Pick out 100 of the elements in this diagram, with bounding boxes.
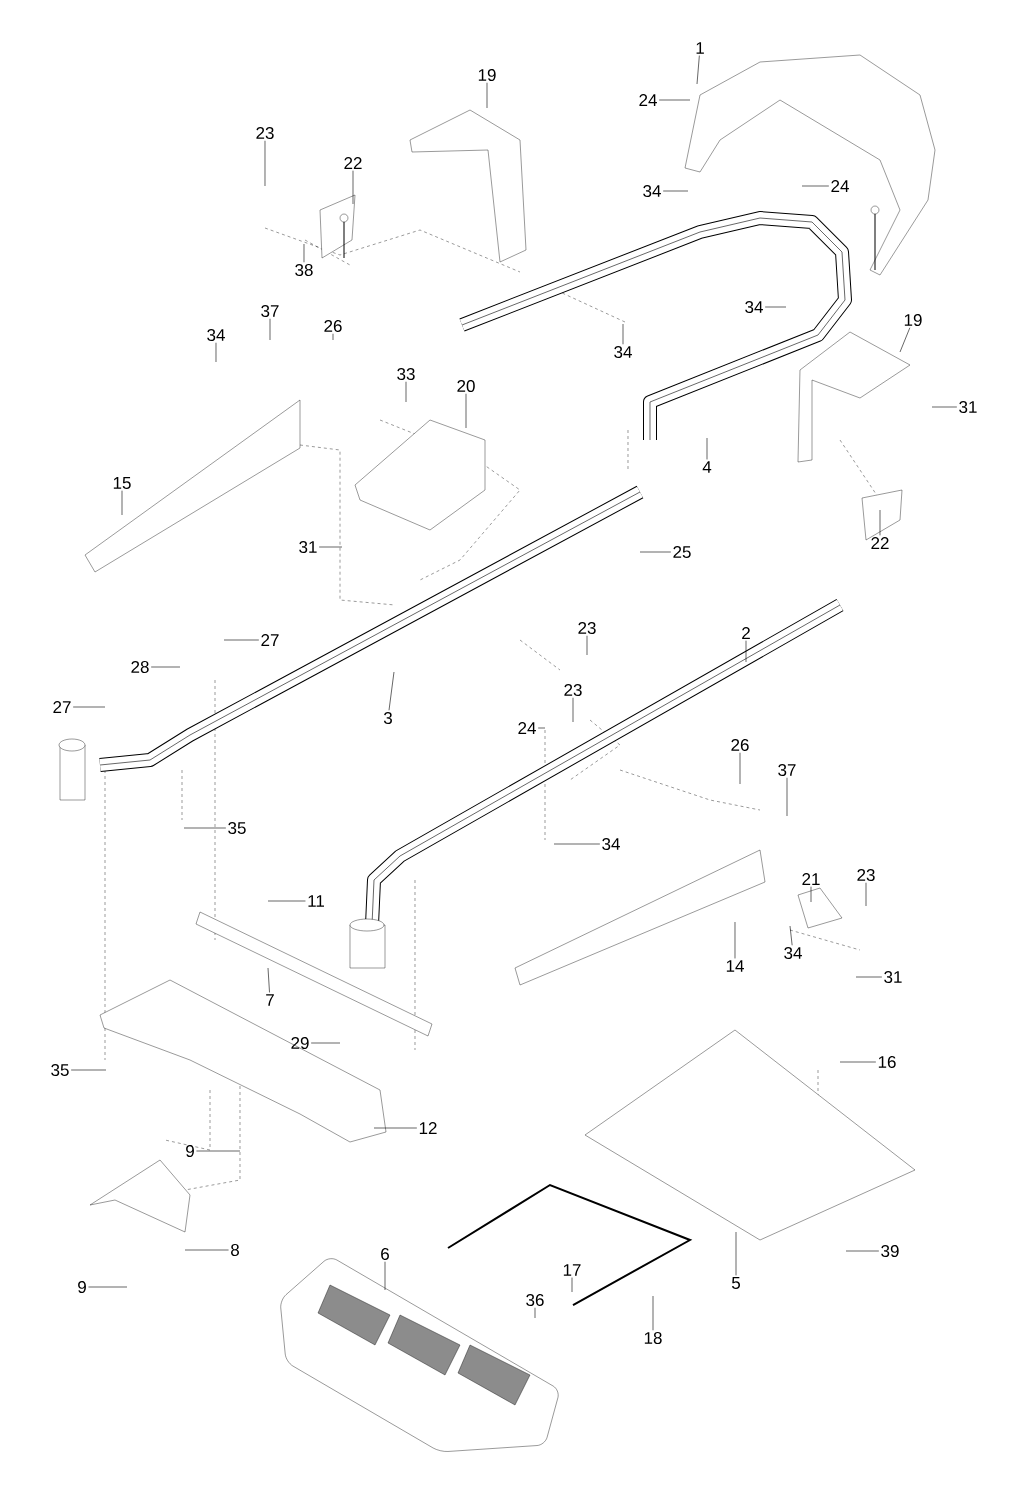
callout-number: 27 [53,701,71,713]
leader-line [789,925,793,946]
leader-line [537,727,546,729]
leader-line [196,1150,241,1152]
leader-line [879,509,881,536]
callout-number: 35 [228,822,246,835]
leader-line [352,170,354,205]
leader-line [553,843,601,845]
leader-line [652,1295,654,1331]
callout-number: 26 [324,320,342,333]
callout-number: 33 [397,368,415,381]
leader-line [388,671,395,711]
leader-line [121,490,123,516]
leader-line [734,921,736,959]
leader-line [706,437,708,460]
callout-number: 20 [457,380,475,393]
leader-line [572,697,574,723]
callout-number: 12 [419,1122,437,1134]
callout-number: 34 [207,329,225,342]
leader-line [839,1061,877,1063]
leader-line [899,327,911,353]
leader-line [696,55,700,85]
leader-line [622,323,624,345]
callout-number: 5 [731,1277,740,1289]
callout-number: 7 [266,994,274,1006]
callout-number: 38 [295,264,313,277]
leader-line [658,99,691,101]
callout-number: 34 [643,185,661,198]
callout-number: 24 [639,94,657,106]
leader-line [223,639,260,641]
callout-number: 4 [702,461,712,473]
callout-number: 37 [778,764,796,777]
callout-number: 17 [563,1264,581,1276]
callout-number: 2 [742,627,750,639]
callout-number: 24 [518,722,536,734]
callout-number: 22 [344,157,362,169]
leader-line [88,1286,128,1288]
leader-line [269,318,271,341]
callout-number: 36 [526,1294,544,1307]
callout-number: 19 [904,314,922,327]
callout-number: 15 [113,477,131,489]
leader-line [534,1307,536,1319]
leader-line [405,381,407,403]
leader-line [303,243,305,263]
callout-number: 14 [726,960,744,972]
leader-line [264,140,266,187]
callout-number: 11 [308,895,324,907]
leader-line [267,900,306,902]
leader-line [150,666,181,668]
leader-line [486,82,488,109]
callout-number: 35 [51,1064,69,1077]
callout-number: 25 [673,546,691,559]
leader-line [72,706,106,708]
callout-number: 34 [602,838,620,851]
leader-line [931,406,958,408]
leader-line [184,1249,229,1251]
callout-number: 34 [784,947,802,960]
callout-number: 23 [564,684,582,697]
leader-line [855,976,883,978]
callout-number: 23 [857,869,875,882]
callout-number: 29 [291,1037,309,1050]
leader-line [639,551,672,553]
leader-line [865,882,867,907]
callout-number: 16 [878,1056,896,1069]
leader-line [786,777,788,817]
callout-number: 8 [231,1244,239,1257]
callout-number: 9 [78,1281,86,1294]
leader-line [384,1261,386,1291]
callout-number: 26 [731,739,749,752]
callout-number: 18 [644,1332,662,1345]
callout-number: 21 [802,873,820,885]
leader-line [332,333,334,341]
callout-number: 23 [578,622,596,635]
leader-line [662,190,689,192]
leader-line [465,393,467,429]
leader-line [267,967,270,993]
callout-number: 27 [261,634,279,646]
leader-line [739,752,741,785]
leader-line [183,827,227,829]
callout-number: 28 [131,661,149,674]
callout-number: 6 [381,1248,389,1261]
callout-number: 39 [881,1245,899,1258]
leader-line [215,342,217,363]
callout-number: 34 [745,301,763,314]
leader-line [764,306,787,308]
callout-number: 22 [871,537,889,549]
leader-line [571,1277,573,1293]
callout-number: 31 [299,541,317,554]
leader-line [586,635,588,656]
callout-number: 19 [478,69,496,82]
callout-number: 31 [959,401,977,414]
callout-number: 34 [614,346,632,359]
callout-number: 9 [186,1145,194,1158]
leader-line [801,185,830,187]
leader-line [735,1231,737,1276]
callout-number: 31 [884,971,902,984]
callout-number: 3 [383,712,392,725]
leader-line [318,546,343,548]
leader-line [745,640,747,663]
callout-number: 1 [696,42,704,54]
